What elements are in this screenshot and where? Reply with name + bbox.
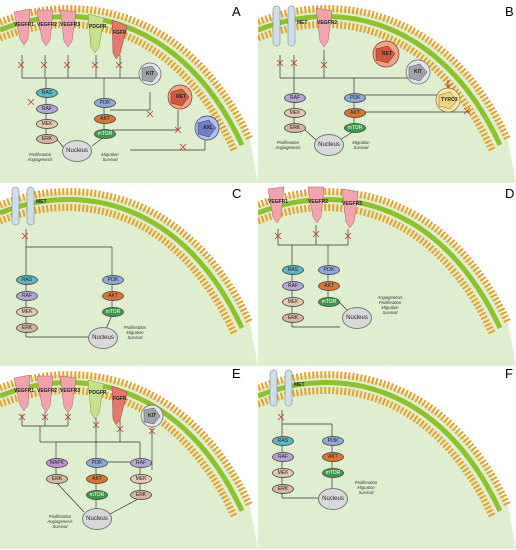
outcome-note-right: Angiogenesis Proliferation Migration Sur… — [377, 295, 403, 315]
receptor-fgfr-label: FGFR — [113, 30, 127, 36]
node-raf: RAF — [36, 104, 58, 114]
nucleus: Nucleus — [314, 134, 344, 156]
outcome-note-left: Proliferation Angiogenesis Survival — [47, 514, 73, 529]
receptor-vegfr1-label: VEGFR1 — [14, 22, 35, 28]
receptor-kit-label: KIT — [148, 413, 157, 419]
membrane-graphic — [258, 369, 516, 549]
node-mtor: mTOR — [318, 297, 340, 307]
node-akt: AKT — [318, 281, 340, 291]
outcome-note-right: Migration Survival — [352, 140, 370, 150]
node-erk: ERK — [284, 123, 306, 133]
node-pi3k: PI3K — [344, 93, 366, 103]
panel-d: D VEGFR1 VEGFR2 VEGFR3 RAS RAF MEK ERK P… — [258, 183, 516, 366]
node-ras: RAS — [16, 275, 38, 285]
outcome-note-right: Proliferation Migration Survival — [123, 325, 147, 340]
node-akt: AKT — [94, 114, 116, 124]
membrane-graphic — [0, 186, 258, 366]
node-akt: AKT — [344, 108, 366, 118]
node-mek: MEK — [16, 307, 38, 317]
node-erk-2: ERK — [130, 490, 152, 500]
outcome-note-right: Migration Survival — [101, 152, 119, 162]
nucleus: Nucleus — [82, 508, 112, 530]
receptor-vegfr2-label: VEGFR2 — [308, 199, 329, 205]
node-akt: AKT — [86, 474, 108, 484]
receptor-vegfr3-label: VEGFR3 — [342, 201, 363, 207]
node-erk: ERK — [46, 474, 68, 484]
panel-c: C MET RAS RAF MEK ERK PI3K AKT mTOR Nucl… — [0, 183, 258, 366]
receptor-met-label: MET — [297, 20, 308, 26]
node-ras: RAS — [282, 265, 304, 275]
node-mtor: mTOR — [322, 468, 344, 478]
panel-label: A — [232, 4, 241, 19]
receptor-ret-label: RET — [176, 94, 186, 100]
receptor-axl-label: AXL — [203, 125, 213, 131]
receptor-fgfr-label: FGFR — [113, 396, 127, 402]
receptor-met-label: MET — [36, 199, 47, 205]
node-mek: MEK — [130, 474, 152, 484]
node-ras: RAS — [272, 436, 294, 446]
panel-e: E VEGFR1 VEGFR2 VEGFR3 PDGFR FGFR KIT MA… — [0, 366, 258, 549]
outcome-note-left: Proliferation Angiogenesis — [27, 152, 53, 162]
membrane-graphic — [0, 371, 258, 549]
nucleus: Nucleus — [62, 140, 92, 162]
node-erk: ERK — [36, 134, 58, 144]
node-mapk: MAPK — [46, 458, 68, 468]
node-ras: RAS — [36, 88, 58, 98]
node-mek: MEK — [272, 468, 294, 478]
receptor-vegfr1-label: VEGFR1 — [14, 388, 35, 394]
panel-b: B MET VEGFR2 RET KIT TYRO3 RAF MEK ERK P… — [258, 0, 516, 183]
receptor-vegfr1-label: VEGFR1 — [268, 199, 289, 205]
receptor-vegfr2-label: VEGFR2 — [37, 388, 58, 394]
receptor-pdgfr-label: PDGFR — [89, 24, 107, 30]
node-erk: ERK — [16, 323, 38, 333]
node-erk: ERK — [282, 313, 304, 323]
node-mek: MEK — [36, 119, 58, 129]
panel-f: F MET RAS RAF MEK ERK PI3K AKT mTOR Nucl… — [258, 366, 516, 549]
receptor-pdgfr-label: PDGFR — [89, 390, 107, 396]
receptor-vegfr3-label: VEGFR3 — [60, 22, 81, 28]
receptor-ret-label: RET — [382, 51, 392, 57]
receptor-tyro3-label: TYRO3 — [441, 97, 458, 103]
node-raf: RAF — [130, 458, 152, 468]
receptor-kit-label: KIT — [414, 69, 423, 75]
receptor-met-label: MET — [294, 382, 305, 388]
node-pi3k: PI3K — [318, 265, 340, 275]
node-raf: RAF — [284, 93, 306, 103]
outcome-note-left: Proliferation Angiogenesis — [275, 140, 301, 150]
receptor-vegfr2-label: VEGFR2 — [317, 20, 338, 26]
receptor-kit-label: KIT — [146, 71, 155, 77]
receptor-vegfr3-label: VEGFR3 — [60, 388, 81, 394]
panel-label: B — [505, 4, 514, 19]
panel-label: F — [505, 366, 513, 381]
node-mtor: mTOR — [86, 490, 108, 500]
node-raf: RAF — [282, 281, 304, 291]
panel-label: E — [232, 366, 241, 381]
node-raf: RAF — [272, 452, 294, 462]
node-mtor: mTOR — [102, 307, 124, 317]
node-mtor: mTOR — [344, 123, 366, 133]
node-mek: MEK — [284, 108, 306, 118]
node-pi3k: PI3K — [86, 458, 108, 468]
membrane-graphic — [0, 5, 258, 183]
node-mtor: mTOR — [94, 129, 116, 139]
node-erk: ERK — [272, 484, 294, 494]
node-mek: MEK — [282, 297, 304, 307]
node-pi3k: PI3K — [102, 275, 124, 285]
node-raf: RAF — [16, 291, 38, 301]
nucleus: Nucleus — [318, 488, 348, 510]
node-akt: AKT — [102, 291, 124, 301]
panel-a: A VEGFR1 VEGFR2 VEGFR3 PDGFR FGFR KIT RE… — [0, 0, 258, 183]
nucleus: Nucleus — [88, 327, 118, 349]
outcome-note-right: Proliferation Migration Survival — [354, 480, 378, 495]
membrane-graphic — [258, 5, 516, 183]
node-pi3k: PI3K — [322, 436, 344, 446]
node-pi3k: PI3K — [94, 98, 116, 108]
receptor-vegfr2-label: VEGFR2 — [37, 22, 58, 28]
panel-label: C — [232, 186, 242, 201]
panel-label: D — [505, 186, 515, 201]
nucleus: Nucleus — [342, 307, 372, 329]
node-akt: AKT — [322, 452, 344, 462]
